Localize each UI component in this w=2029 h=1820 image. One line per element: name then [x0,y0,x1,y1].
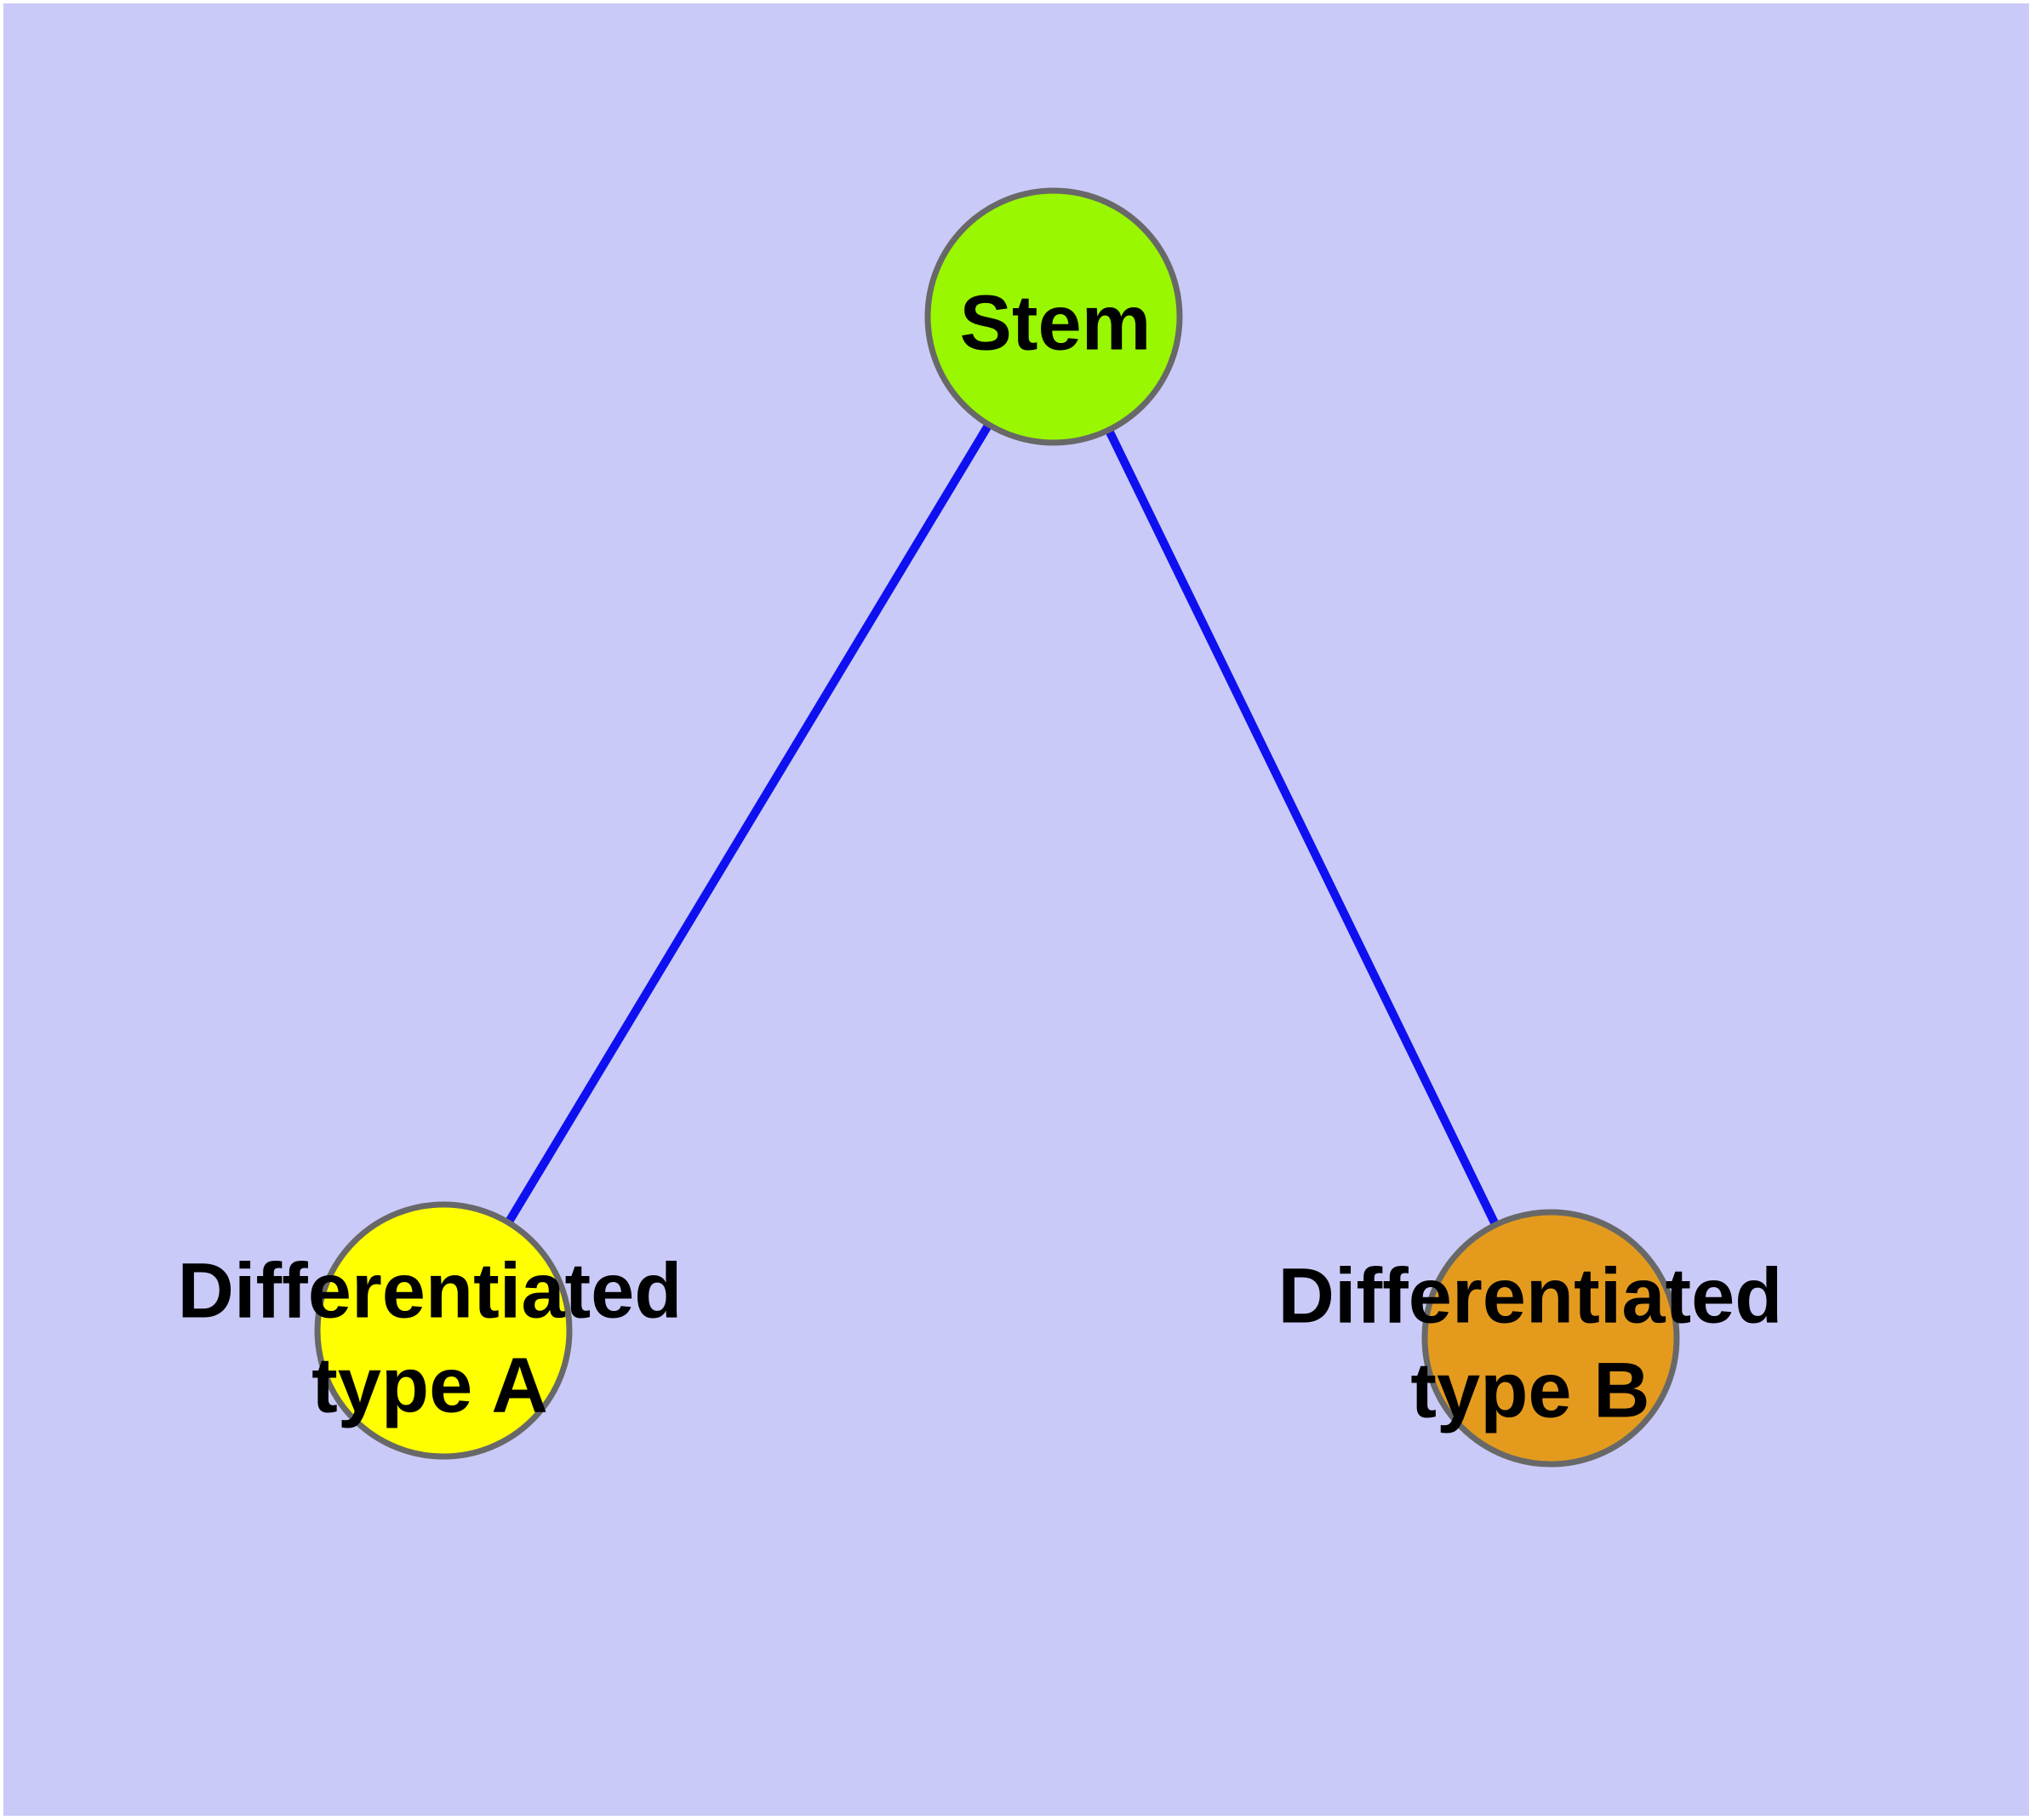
node-type-b [1421,1209,1680,1468]
edge-stem-type-a [439,314,1058,1333]
node-label-stem: Stem [959,279,1152,367]
node-stem [924,187,1183,446]
node-label-differentiated-type-b: Differentiated type B [1277,1252,1783,1434]
node-type-a [314,1201,573,1460]
node-label-differentiated-type-a: Differentiated type A [177,1247,683,1429]
edge-stem-type-b [1049,314,1555,1341]
